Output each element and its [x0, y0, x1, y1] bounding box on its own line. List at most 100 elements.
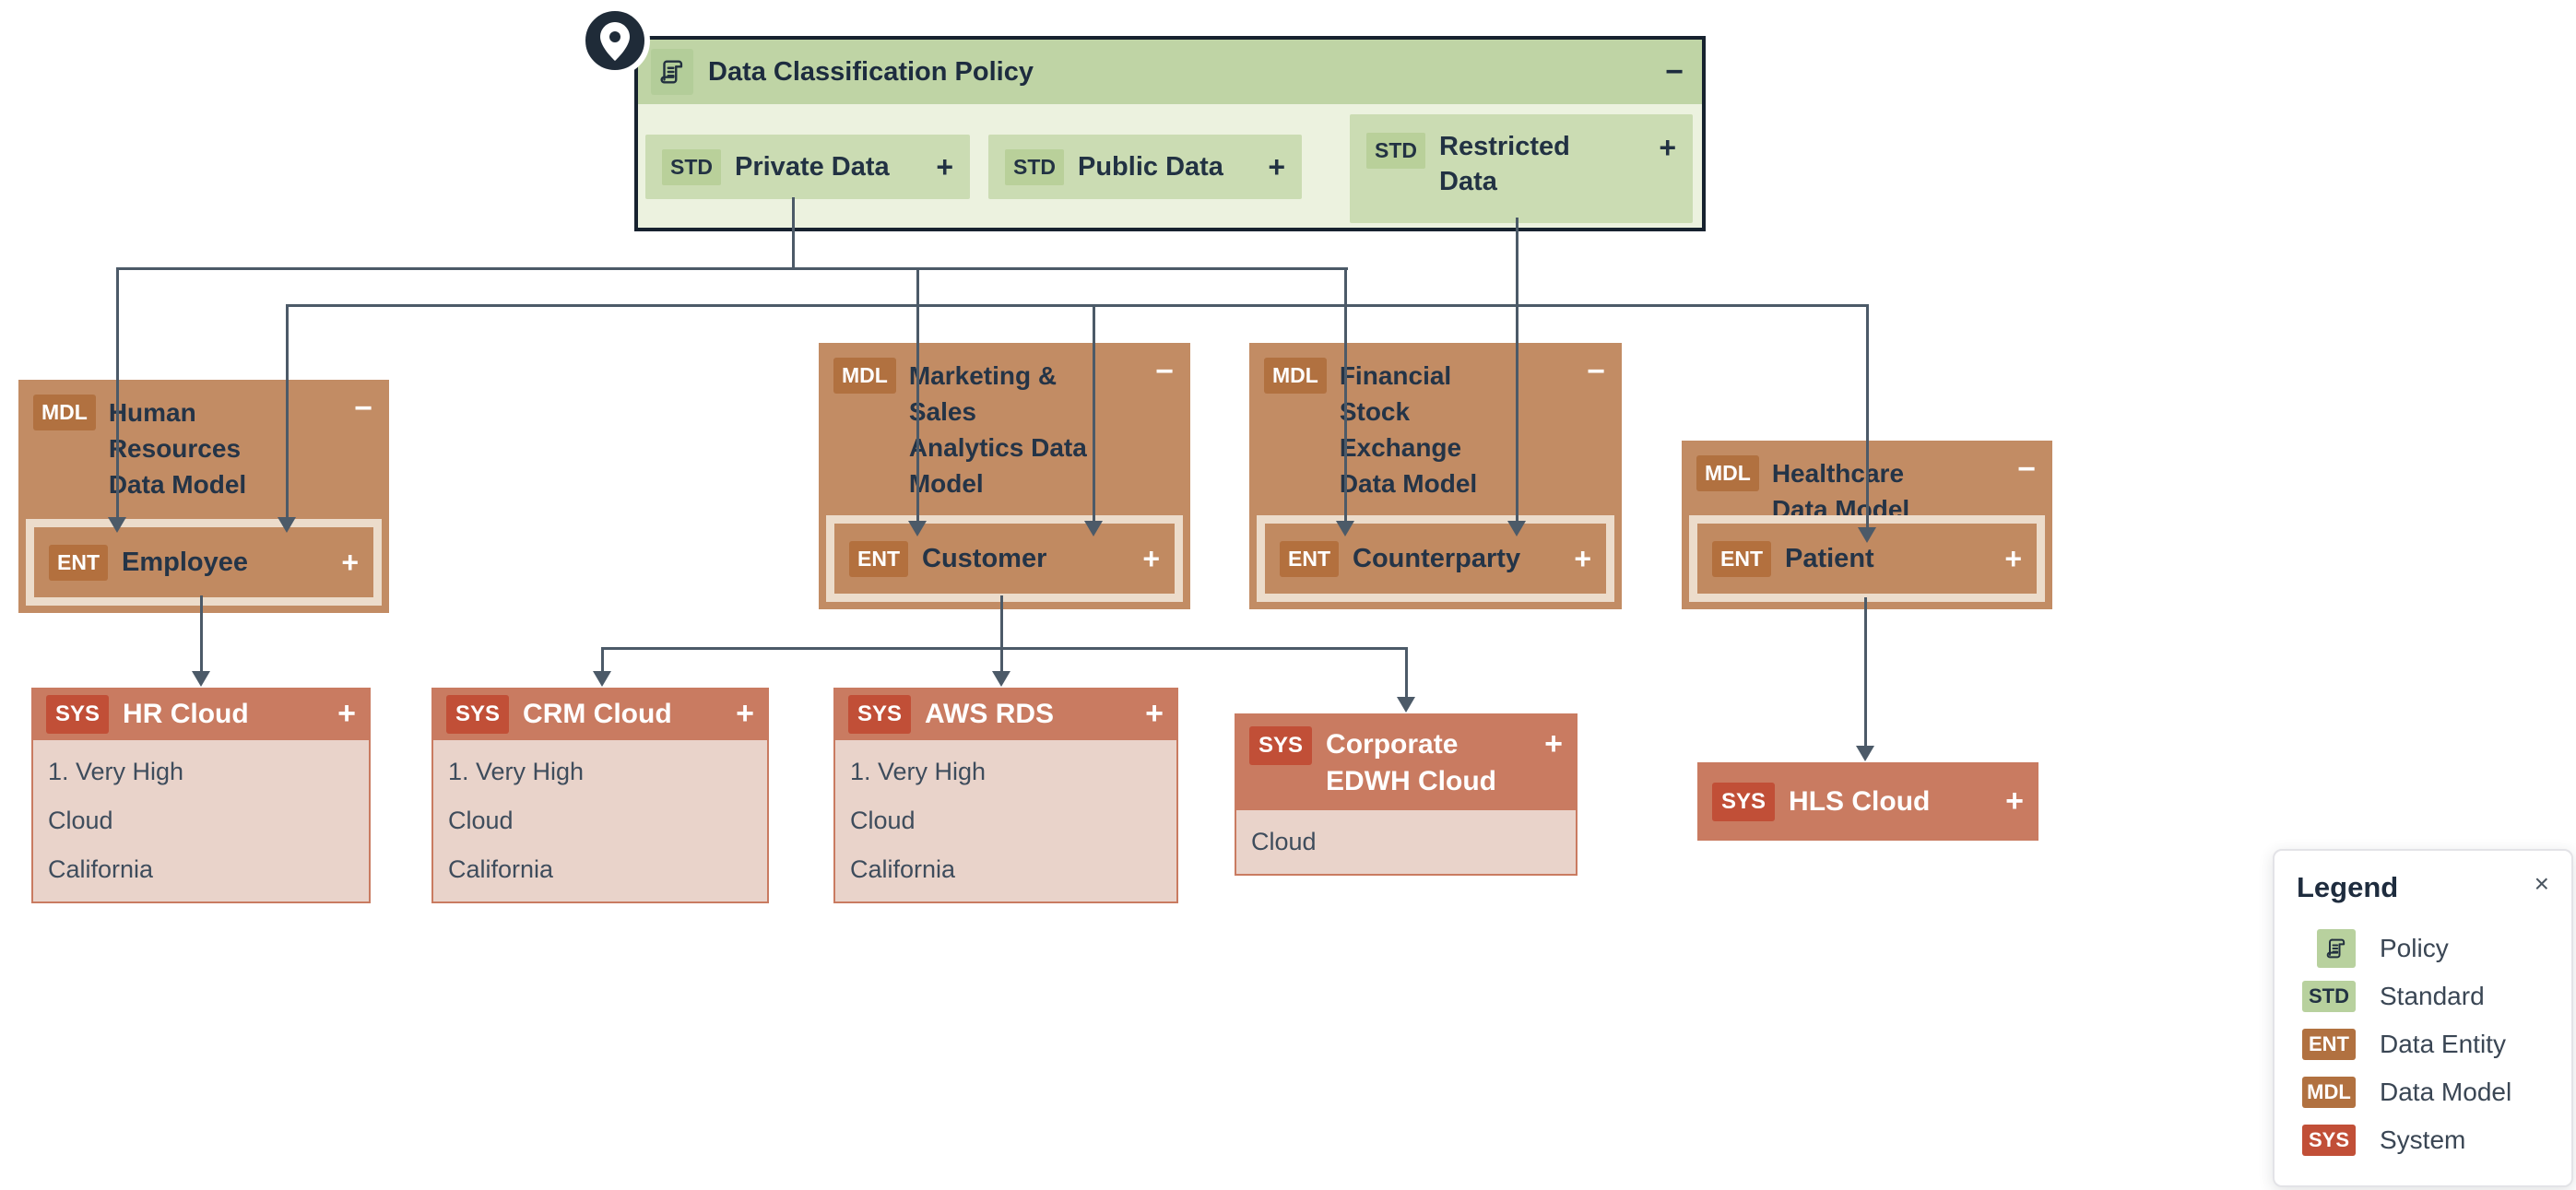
system-attributes: 1. Very High Cloud California	[31, 740, 371, 903]
entity-container: ENT Employee +	[26, 519, 382, 606]
collapse-button[interactable]: −	[354, 391, 372, 426]
attribute-value: California	[448, 855, 554, 883]
entity-node-employee[interactable]: ENT Employee +	[34, 527, 373, 597]
system-node-hr-cloud[interactable]: SYS HR Cloud + 1. Very High Cloud Califo…	[31, 688, 371, 903]
connector-restricted-to-customer	[1093, 304, 1095, 521]
sys-tag: SYS	[848, 694, 912, 734]
connector-customer-to-edwh	[1405, 647, 1408, 697]
policy-body: STD Private Data + STD Public Data + STD…	[638, 104, 1702, 224]
connector-customer-stub	[1000, 595, 1003, 649]
system-node-crm-cloud[interactable]: SYS CRM Cloud + 1. Very High Cloud Calif…	[431, 688, 769, 903]
model-node-human-resources[interactable]: MDL Human Resources Data Model − ENT Emp…	[18, 380, 389, 613]
connector-restricted-to-counterparty	[1516, 218, 1518, 521]
collapse-button[interactable]: −	[2017, 452, 2036, 487]
model-header: MDL Marketing & Sales Analytics Data Mod…	[819, 343, 1190, 501]
connector-employee-to-hrcloud	[200, 595, 203, 671]
attribute-value: Cloud	[48, 807, 113, 834]
expand-button[interactable]: +	[2004, 541, 2022, 575]
model-node-financial-stock-exchange[interactable]: MDL Financial Stock Exchange Data Model …	[1249, 343, 1622, 609]
mdl-tag: MDL	[1696, 455, 1759, 491]
system-node-aws-rds[interactable]: SYS AWS RDS + 1. Very High Cloud Califor…	[833, 688, 1178, 903]
entity-label: Patient	[1785, 543, 1874, 573]
system-title: AWS RDS	[925, 698, 1055, 729]
standard-node-private-data[interactable]: STD Private Data +	[645, 135, 970, 199]
sys-tag: SYS	[2302, 1125, 2356, 1156]
standard-node-public-data[interactable]: STD Public Data +	[988, 135, 1302, 199]
arrowhead	[278, 517, 296, 533]
connector-patient-to-hls	[1864, 597, 1867, 746]
std-tag: STD	[1005, 148, 1064, 185]
policy-title: Data Classification Policy	[708, 56, 1034, 87]
expand-button[interactable]: +	[2005, 784, 2024, 819]
arrowhead	[1084, 521, 1103, 536]
connector-private-stub	[792, 197, 795, 270]
system-title: HR Cloud	[123, 698, 249, 729]
expand-button[interactable]: +	[1142, 541, 1160, 575]
attribute-value: 1. Very High	[448, 758, 585, 785]
close-icon[interactable]: ×	[2534, 869, 2549, 898]
system-title: Corporate EDWH Cloud	[1326, 729, 1496, 796]
connector-restricted-to-employee	[286, 304, 289, 517]
expand-button[interactable]: +	[1145, 696, 1164, 731]
legend-item-data-entity: ENT Data Entity	[2297, 1020, 2549, 1068]
system-header: SYS Corporate EDWH Cloud +	[1235, 713, 1578, 810]
model-node-marketing-sales-analytics[interactable]: MDL Marketing & Sales Analytics Data Mod…	[819, 343, 1190, 609]
ent-tag: ENT	[849, 540, 908, 577]
legend-label: System	[2380, 1125, 2466, 1154]
expand-button[interactable]: +	[337, 696, 356, 731]
expand-button[interactable]: +	[1268, 149, 1285, 183]
ent-tag: ENT	[1280, 540, 1339, 577]
expand-button[interactable]: +	[736, 696, 754, 731]
legend-item-data-model: MDL Data Model	[2297, 1068, 2549, 1116]
scroll-icon	[651, 49, 693, 95]
std-tag: STD	[2302, 981, 2356, 1012]
collapse-button[interactable]: −	[1155, 354, 1174, 389]
legend-title: Legend	[2297, 871, 2399, 903]
entity-node-customer[interactable]: ENT Customer +	[834, 524, 1175, 594]
system-node-hls-cloud[interactable]: SYS HLS Cloud +	[1697, 762, 2038, 841]
standard-label: Public Data	[1078, 152, 1223, 182]
sys-tag: SYS	[446, 694, 510, 734]
arrowhead	[108, 517, 126, 533]
std-tag: STD	[662, 148, 721, 185]
expand-button[interactable]: +	[341, 545, 359, 579]
arrowhead	[992, 671, 1010, 687]
pin-icon	[578, 4, 652, 77]
entity-node-counterparty[interactable]: ENT Counterparty +	[1265, 524, 1606, 594]
entity-container: ENT Counterparty +	[1257, 515, 1614, 602]
legend-label: Data Model	[2380, 1078, 2512, 1106]
expand-button[interactable]: +	[936, 149, 953, 183]
expand-button[interactable]: +	[1659, 131, 1676, 164]
system-title: CRM Cloud	[523, 698, 672, 729]
policy-collapse-button[interactable]: −	[1665, 54, 1684, 89]
mdl-tag: MDL	[1264, 358, 1327, 394]
connector-private-to-counterparty	[1344, 267, 1347, 521]
attribute-value: California	[850, 855, 956, 883]
connector-customer-to-crm	[601, 647, 604, 671]
arrowhead	[1507, 521, 1526, 536]
system-title: HLS Cloud	[1789, 785, 1931, 817]
std-tag: STD	[1366, 133, 1425, 169]
system-attributes: 1. Very High Cloud California	[431, 740, 769, 903]
legend-label: Standard	[2380, 982, 2485, 1010]
system-header: SYS HLS Cloud +	[1697, 762, 2038, 841]
mdl-tag: MDL	[2302, 1077, 2356, 1108]
connector-restricted-bus	[286, 304, 1869, 307]
legend-item-policy: Policy	[2297, 925, 2549, 972]
collapse-button[interactable]: −	[1587, 354, 1605, 389]
policy-node[interactable]: Data Classification Policy − STD Private…	[634, 36, 1706, 231]
model-header: MDL Human Resources Data Model −	[18, 380, 389, 502]
system-attributes: Cloud	[1235, 810, 1578, 876]
expand-button[interactable]: +	[1544, 726, 1563, 761]
standard-node-restricted-data[interactable]: STD Restricted Data +	[1350, 114, 1693, 223]
arrowhead	[1856, 746, 1874, 761]
system-node-corporate-edwh-cloud[interactable]: SYS Corporate EDWH Cloud + Cloud	[1235, 713, 1578, 876]
arrowhead	[1858, 527, 1876, 543]
attribute-value: California	[48, 855, 154, 883]
attribute-value: Cloud	[448, 807, 514, 834]
expand-button[interactable]: +	[1574, 541, 1591, 575]
arrowhead	[1336, 521, 1354, 536]
standard-label: Private Data	[735, 152, 890, 182]
arrowhead	[908, 521, 927, 536]
